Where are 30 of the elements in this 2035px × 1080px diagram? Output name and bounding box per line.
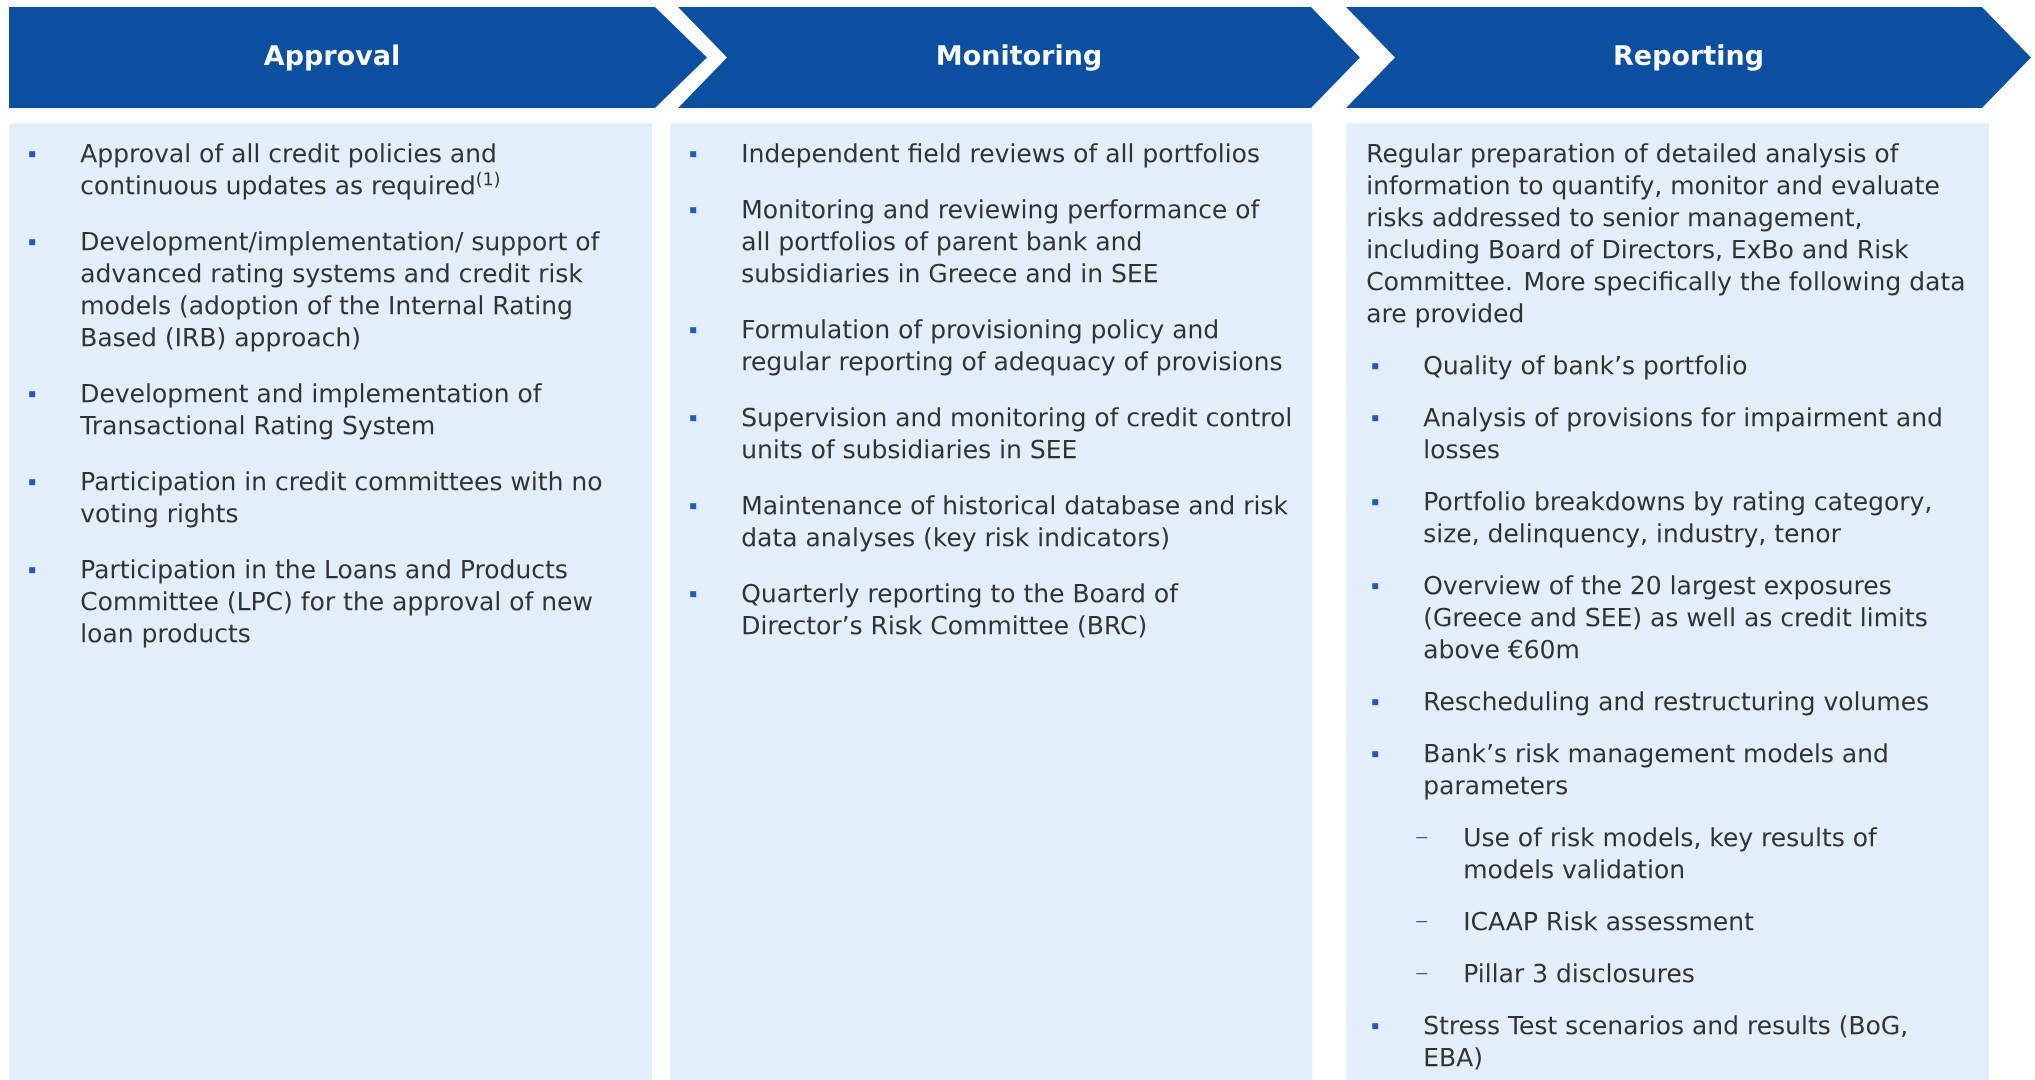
bullet-item: Portfolio breakdowns by rating category, size, delinquency, industry, tenor: [1372, 491, 1930, 548]
bullet-item: Development/implementation/ support of advanced rating systems and credit risk models (adoption of the Internal Rating Based (IRB) approach): [29, 231, 600, 352]
bullet-item: Rescheduling and restructuring volumes: [1372, 691, 1928, 716]
bullet-item: Bank’s risk management models and parameters: [1372, 743, 1887, 800]
bullet-item: Formulation of provisioning policy and regular reporting of adequacy of provisions: [690, 319, 1282, 376]
content-panel: [9, 123, 653, 1080]
content-panel: [1346, 123, 1990, 1080]
content-panel: [670, 123, 1313, 1080]
bullet-item: Analysis of provisions for impairment and losses: [1372, 407, 1941, 459]
chevron-header: Reporting: [1346, 7, 2031, 108]
sub-item: Pillar 3 disclosures: [1415, 963, 1694, 983]
bullet-item: Supervision and monitoring of credit control units of subsidiaries in SEE: [690, 407, 1290, 459]
sub-item: ICAAP Risk assessment: [1415, 911, 1754, 931]
sub-item: Use of risk models, key results of models validation: [1415, 827, 1878, 879]
bullet-item: Stress Test scenarios and results (BoG, EBA): [1372, 1015, 1906, 1070]
bullet-item: Maintenance of historical database and risk data analyses (key risk indicators): [690, 495, 1288, 552]
bullet-item: Participation in credit committees with no voting rights: [29, 471, 602, 528]
bullet-item: Participation in the Loans and Products Committee (LPC) for the approval of new loan products: [29, 559, 592, 648]
bullet-item: Monitoring and reviewing performance of all portfolios of parent bank and subsidiaries in Greece and in SEE: [690, 199, 1260, 283]
bullet-item: Approval of all credit policies and continuous updates as required$^{(1)}$: [29, 143, 499, 200]
node-label: Monitoring: [938, 44, 1100, 71]
bullet-item: Independent field reviews of all portfolios: [690, 143, 1259, 168]
paragraph-text: Regular preparation of detailed analysis of information to quantify, monitor and evaluate risks addressed to senior management, including Board of Directors, ExBo and Risk Committee. More specifically the following data are provided: [1367, 143, 1964, 328]
chevron-header: Approval: [9, 7, 707, 108]
bullet-item: Quality of bank’s portfolio: [1372, 355, 1747, 380]
bullet-item: Development and implementation of Transactional Rating System: [29, 383, 543, 440]
bullet-item: Overview of the 20 largest exposures (Greece and SEE) as well as credit limits above €60m: [1372, 575, 1927, 659]
node-label: Approval: [263, 44, 399, 71]
bullet-item: Quarterly reporting to the Board of Director’s Risk Committee (BRC): [690, 583, 1179, 638]
chevron-header: Monitoring: [678, 7, 1360, 108]
